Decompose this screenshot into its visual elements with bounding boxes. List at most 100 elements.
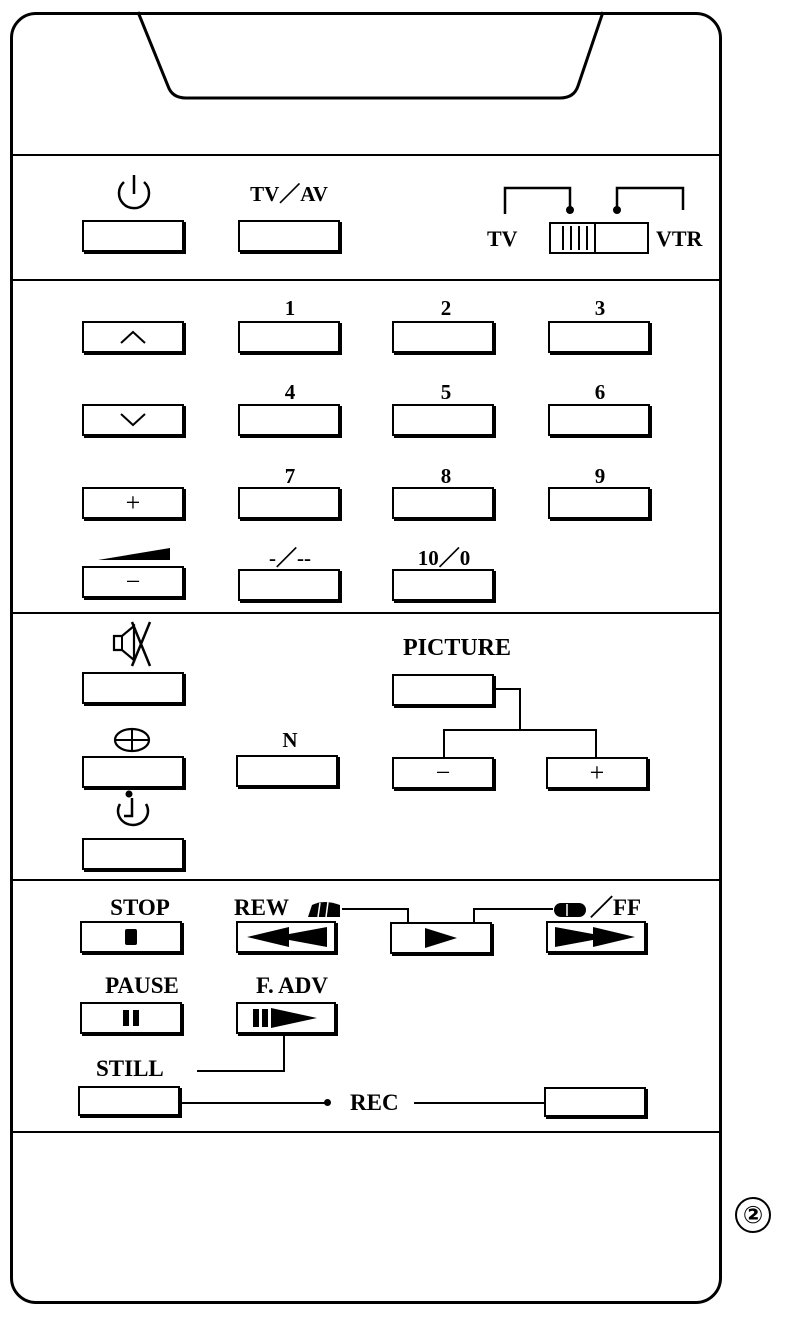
digit-8-label: 8 [440, 464, 452, 488]
power-icon [117, 175, 151, 210]
rec-connector [414, 1102, 546, 1104]
picture-minus-button[interactable]: − [392, 757, 494, 789]
stop-button[interactable] [80, 921, 182, 953]
picture-connector [494, 688, 520, 690]
chevron-down-icon [120, 413, 146, 427]
plus-symbol: + [125, 488, 141, 517]
still-connector [197, 1070, 285, 1072]
picture-connector [443, 729, 597, 731]
figure-number-text: ② [742, 1201, 764, 1229]
minus-symbol: − [125, 567, 141, 596]
divider-5 [10, 1131, 722, 1133]
rec-button[interactable] [544, 1087, 646, 1117]
pause-icon [123, 1010, 139, 1026]
picture-connector [595, 729, 597, 759]
picture-plus-symbol: + [589, 758, 605, 787]
digit-9-label: 9 [594, 464, 606, 488]
frame-advance-button[interactable] [236, 1002, 336, 1034]
tv-vtr-switch[interactable] [549, 222, 649, 254]
ir-window [136, 11, 605, 100]
rewind-icon [247, 927, 327, 947]
ff-tape-icon [554, 903, 586, 917]
fadv-label: F. ADV [256, 973, 328, 998]
divider-2 [10, 279, 722, 281]
digit-4-button[interactable] [238, 404, 340, 436]
digit-7-button[interactable] [238, 487, 340, 519]
digit-2-label: 2 [440, 296, 452, 320]
pause-label: PAUSE [105, 973, 179, 998]
fast-forward-button[interactable] [546, 921, 646, 953]
tv-vtr-switch-diagram [503, 186, 685, 214]
picture-connector [519, 688, 521, 730]
chevron-up-icon [120, 330, 146, 344]
fast-forward-icon [555, 927, 635, 947]
sleep-timer-button[interactable] [82, 838, 184, 870]
pause-button[interactable] [80, 1002, 182, 1034]
volume-minus-button[interactable]: − [82, 566, 184, 598]
digit-6-button[interactable] [548, 404, 650, 436]
digit-3-label: 3 [594, 296, 606, 320]
ff-label: ／FF [590, 895, 642, 920]
dash-button[interactable] [238, 569, 340, 601]
digit-7-label: 7 [284, 464, 296, 488]
n-button[interactable] [236, 755, 338, 787]
switch-vtr-label: VTR [656, 226, 703, 251]
picture-label: PICTURE [402, 635, 512, 661]
rec-connector [180, 1102, 328, 1104]
rewind-button[interactable] [236, 921, 336, 953]
channel-up-button[interactable] [82, 321, 184, 353]
tv-av-button[interactable] [238, 220, 340, 252]
power-button[interactable] [82, 220, 184, 252]
play-connector [473, 908, 553, 910]
still-button[interactable] [78, 1086, 180, 1116]
display-icon [113, 727, 151, 753]
rew-label: REW [234, 895, 289, 920]
play-connector [473, 908, 475, 925]
volume-wedge-icon [98, 548, 170, 560]
digit-1-button[interactable] [238, 321, 340, 353]
figure-number: ② [735, 1197, 771, 1233]
switch-slider-icon [562, 224, 596, 252]
stop-icon [125, 929, 137, 945]
n-label: N [282, 728, 298, 752]
channel-down-button[interactable] [82, 404, 184, 436]
stop-label: STOP [110, 895, 170, 920]
digit-6-label: 6 [594, 380, 606, 404]
play-connector [342, 908, 408, 910]
digit-3-button[interactable] [548, 321, 650, 353]
divider-4 [10, 879, 722, 881]
rec-dot [324, 1099, 331, 1106]
mute-icon [112, 621, 152, 667]
digit-4-label: 4 [284, 380, 296, 404]
picture-button[interactable] [392, 674, 494, 706]
ten-zero-label: 10／0 [417, 546, 471, 570]
digit-5-button[interactable] [392, 404, 494, 436]
sleep-timer-icon [116, 790, 150, 827]
divider-3 [10, 612, 722, 614]
play-connector [407, 908, 409, 925]
plus-button[interactable]: + [82, 487, 184, 519]
picture-connector [443, 729, 445, 759]
switch-tv-label: TV [487, 226, 518, 251]
digit-9-button[interactable] [548, 487, 650, 519]
frame-advance-icon [253, 1008, 317, 1028]
divider-1 [10, 154, 722, 156]
rew-tape-icon [308, 901, 340, 918]
play-button[interactable] [390, 922, 492, 954]
ten-zero-button[interactable] [392, 569, 494, 601]
digit-8-button[interactable] [392, 487, 494, 519]
rec-label: REC [350, 1090, 399, 1115]
still-label: STILL [96, 1056, 164, 1081]
picture-plus-button[interactable]: + [546, 757, 648, 789]
display-button[interactable] [82, 756, 184, 788]
play-icon [425, 928, 457, 948]
digit-5-label: 5 [440, 380, 452, 404]
remote-body [10, 12, 722, 1304]
mute-button[interactable] [82, 672, 184, 704]
digit-1-label: 1 [284, 296, 296, 320]
dash-label: -／-- [269, 546, 311, 570]
digit-2-button[interactable] [392, 321, 494, 353]
tv-av-label: TV／AV [250, 182, 328, 206]
picture-minus-symbol: − [435, 758, 451, 787]
still-connector [283, 1036, 285, 1072]
